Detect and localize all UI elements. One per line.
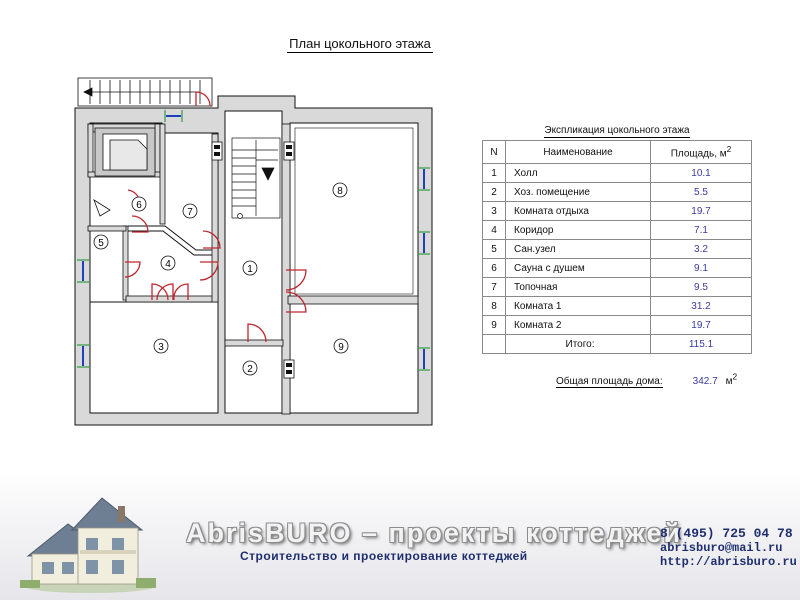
room-1-label: 1 [242,260,258,276]
row-name: Топочная [505,277,651,297]
row-n: 3 [482,201,506,221]
contact-website-link[interactable]: http://abrisburo.ru [660,555,797,569]
total-label: Итого: [505,334,651,354]
row-name: Сан.узел [505,239,651,259]
svg-text:1: 1 [247,264,253,275]
porch-stair [77,77,213,107]
header-name: Наименование [505,140,651,164]
room-2-label: 2 [242,360,258,376]
row-area: 31.2 [650,296,752,316]
footer-banner: AbrisBURO – проекты коттеджей Строительс… [0,470,800,600]
row-n: 5 [482,239,506,259]
row-n: 9 [482,315,506,335]
total-row: Итого:115.1 [482,334,752,354]
svg-text:3: 3 [158,342,164,353]
house-total-value: 342.7 [692,376,718,388]
svg-text:2: 2 [247,364,253,375]
explication-title-text: Экспликация цокольного этажа [544,125,690,138]
svg-text:7: 7 [187,207,193,218]
svg-text:6: 6 [136,200,142,211]
row-area: 10.1 [650,163,752,183]
header-n: N [482,140,506,164]
room-6-label: 6 [131,196,147,212]
windows [77,110,430,371]
row-n: 8 [482,296,506,316]
row-area: 19.7 [650,201,752,221]
room-labels: 1 2 3 4 5 6 7 8 [93,182,349,376]
room-7-label: 7 [182,203,198,219]
room-3-label: 3 [153,338,169,354]
house-total-unit-sup: 2 [732,372,738,382]
row-n: 6 [482,258,506,278]
room-8-label: 8 [332,182,348,198]
row-area: 3.2 [650,239,752,259]
house-total-unit-text: м [725,376,733,388]
row-name: Комната 1 [505,296,651,316]
svg-text:8: 8 [337,186,343,197]
sauna-block [93,127,156,217]
row-area: 7.1 [650,220,752,240]
explication-header-row: N Наименование Площадь, м2 [482,140,752,164]
svg-text:4: 4 [165,259,171,270]
house-total-label: Общая площадь дома: [556,376,663,389]
row-n: 4 [482,220,506,240]
row-area: 19.7 [650,315,752,335]
row-name: Холл [505,163,651,183]
contact-phone[interactable]: 8 (495) 725 04 78 [660,526,793,541]
plan-title-text: План цокольного этажа [287,36,433,53]
room-9-label: 9 [333,338,349,354]
contact-email-link[interactable]: abrisburo@mail.ru [660,541,783,555]
row-name: Комната отдыха [505,201,651,221]
house-total-area: Общая площадь дома: 342.7 м2 [556,372,738,389]
row-n: 7 [482,277,506,297]
row-n: 1 [482,163,506,183]
header-area-sup: 2 [726,144,732,155]
house-illustration-icon [20,497,156,593]
total-row-n [482,334,506,354]
row-name: Сауна с душем [505,258,651,278]
plan-title: План цокольного этажа [240,36,480,53]
explication-title: Экспликация цокольного этажа [482,125,752,138]
house-total-unit: м2 [725,372,738,388]
row-name: Хоз. помещение [505,182,651,202]
row-area: 9.5 [650,277,752,297]
floor-plan: 1 2 3 4 5 6 7 8 [74,77,433,426]
total-value: 115.1 [650,334,752,354]
room-4-label: 4 [160,255,176,271]
svg-text:5: 5 [98,238,104,249]
brand-tagline: Строительство и проектирование коттеджей [240,549,528,563]
inner-stair [231,137,281,219]
row-area: 9.1 [650,258,752,278]
doors [124,91,307,343]
row-name: Коридор [505,220,651,240]
brand-title: AbrisBURO – проекты коттеджей [186,518,683,548]
header-area-text: Площадь, м [670,148,727,160]
vents [211,141,295,379]
row-n: 2 [482,182,506,202]
corridor-diagonal [128,225,212,256]
room-5-label: 5 [93,234,109,250]
row-name: Комната 2 [505,315,651,335]
row-area: 5.5 [650,182,752,202]
room-8-inner [294,127,414,295]
svg-text:9: 9 [338,342,344,353]
header-area: Площадь, м2 [650,140,752,164]
